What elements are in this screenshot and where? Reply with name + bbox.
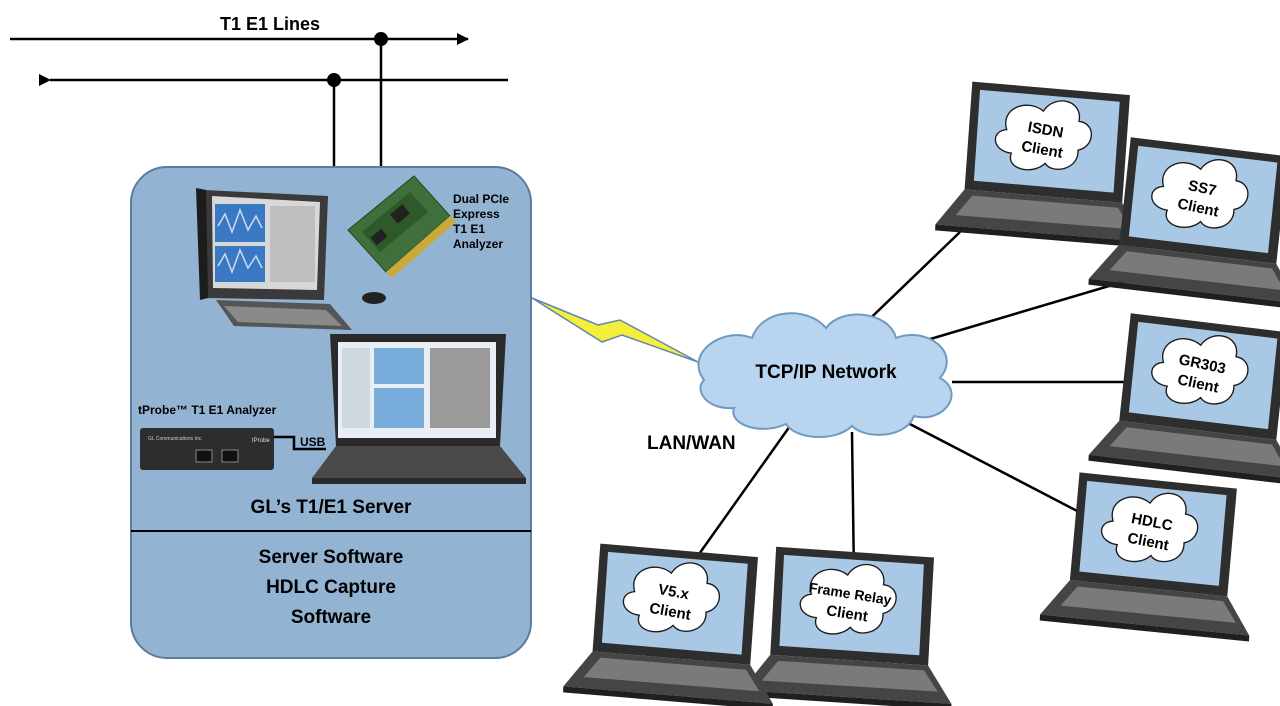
svg-text:Analyzer: Analyzer: [453, 237, 503, 251]
tap-node-2: [327, 73, 341, 87]
client-hdlc: HDLC Client: [1039, 470, 1258, 642]
tprobe-vendor: GL Communications Inc.: [148, 436, 203, 442]
tcp-ip-network-cloud: TCP/IP Network: [697, 312, 953, 438]
svg-text:Express: Express: [453, 207, 500, 221]
svg-text:T1 E1: T1 E1: [453, 222, 485, 236]
client-isdn: ISDN Client: [934, 80, 1151, 248]
svg-text:Client: Client: [1020, 138, 1064, 162]
client-v5x: V5.x Client: [562, 542, 779, 706]
server-laptop-icon: [312, 334, 526, 484]
usb-cable: [274, 435, 326, 451]
usb-label: USB: [300, 435, 326, 449]
card-label: Dual PCIe Express T1 E1 Analyzer: [453, 192, 509, 251]
server-software: Server Software HDLC Capture Software: [259, 547, 404, 628]
lines-title: T1 E1 Lines: [220, 14, 320, 34]
svg-text:SS7: SS7: [1187, 177, 1218, 200]
svg-text:V5.x: V5.x: [657, 581, 691, 603]
svg-text:Server Software: Server Software: [259, 547, 404, 568]
svg-text:Dual PCIe: Dual PCIe: [453, 192, 509, 206]
client-frame-relay: Frame Relay Client: [741, 546, 955, 706]
svg-text:Client: Client: [825, 602, 869, 625]
workstation-icon: [196, 188, 386, 330]
svg-text:HDLC Capture: HDLC Capture: [266, 577, 396, 598]
tprobe-device-icon: GL Communications Inc. tProbe: [140, 428, 274, 470]
svg-text:Client: Client: [648, 600, 692, 624]
tprobe-logo: tProbe: [252, 438, 270, 444]
network-label: TCP/IP Network: [755, 362, 897, 383]
pcie-card-icon: [347, 175, 456, 278]
lan-wan-label: LAN/WAN: [647, 433, 736, 454]
svg-text:ISDN: ISDN: [1026, 119, 1064, 142]
tprobe-label: tProbe™ T1 E1 Analyzer: [138, 403, 277, 417]
client-ss7: SS7 Client: [1087, 135, 1280, 310]
tap-node-1: [374, 32, 388, 46]
wireless-link-icon: [531, 297, 699, 363]
server-title: GL’s T1/E1 Server: [251, 497, 412, 518]
svg-text:Software: Software: [291, 607, 371, 628]
client-gr303: GR303 Client: [1087, 311, 1280, 486]
